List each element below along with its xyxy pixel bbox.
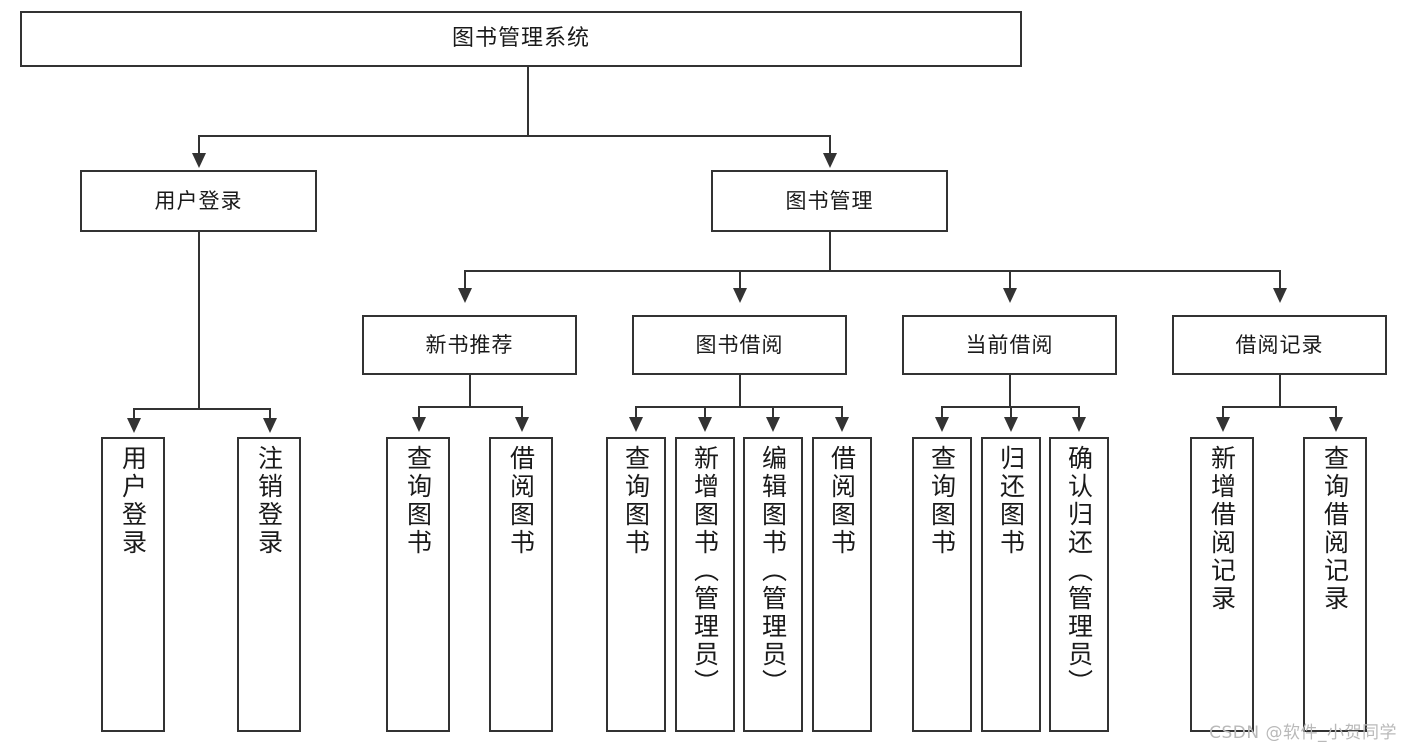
- csdn-watermark: CSDN @软件_小贺同学: [1209, 723, 1397, 743]
- arrowhead-borrow-to-leaf3: [766, 417, 780, 432]
- connector-bookmgmt-to-newbooks: [464, 270, 466, 292]
- connector-borrow-to-leaf4: [841, 406, 843, 419]
- leaf-records-add-record[interactable]: 新增借阅记录: [1190, 437, 1254, 732]
- connector-root-stem: [527, 67, 529, 135]
- node-label: 图书管理: [785, 188, 874, 213]
- leaf-newbooks-query-book[interactable]: 查询图书: [386, 437, 450, 732]
- connector-current-to-leaf1: [941, 406, 943, 419]
- connector-login-bus: [133, 408, 270, 410]
- arrowhead-newbooks-to-leaf2: [515, 417, 529, 432]
- node-label: 新增图书（管理员）: [690, 445, 720, 697]
- connector-newbooks-bus: [418, 406, 523, 408]
- leaf-records-query-record[interactable]: 查询借阅记录: [1303, 437, 1367, 732]
- connector-login-stem: [198, 232, 200, 410]
- arrowhead-borrow-to-leaf2: [698, 417, 712, 432]
- arrowhead-login-to-leaf1: [127, 418, 141, 433]
- arrowhead-newbooks-to-leaf1: [412, 417, 426, 432]
- connector-current-to-leaf3: [1078, 406, 1080, 419]
- leaf-current-query-book[interactable]: 查询图书: [912, 437, 972, 732]
- arrowhead-bookmgmt-to-borrow: [733, 288, 747, 303]
- connector-bookmgmt-to-records: [1279, 270, 1281, 292]
- arrowhead-records-to-leaf1: [1216, 417, 1230, 432]
- node-label: 编辑图书（管理员）: [758, 445, 788, 697]
- connector-borrow-to-leaf1: [635, 406, 637, 419]
- connector-records-to-leaf1: [1222, 406, 1224, 419]
- connector-records-stem: [1279, 375, 1281, 408]
- connector-borrow-to-leaf3: [772, 406, 774, 419]
- connector-current-stem: [1009, 375, 1011, 408]
- arrowhead-bookmgmt-to-newbooks: [458, 288, 472, 303]
- connector-bookmgmt-to-borrow: [739, 270, 741, 292]
- arrowhead-borrow-to-leaf1: [629, 417, 643, 432]
- arrowhead-current-to-leaf1: [935, 417, 949, 432]
- node-current-borrowing[interactable]: 当前借阅: [902, 315, 1117, 375]
- node-root-system[interactable]: 图书管理系统: [20, 11, 1022, 67]
- node-label: 查询图书: [927, 445, 957, 557]
- connector-records-bus: [1222, 406, 1337, 408]
- arrowhead-bookmgmt-to-current: [1003, 288, 1017, 303]
- connector-login-to-leaf2: [269, 408, 271, 420]
- connector-root-to-bookmgmt: [829, 135, 831, 157]
- node-book-management[interactable]: 图书管理: [711, 170, 948, 232]
- node-label: 查询借阅记录: [1320, 445, 1350, 613]
- connector-bookmgmt-to-current: [1009, 270, 1011, 292]
- node-label: 确认归还（管理员）: [1064, 445, 1094, 697]
- arrowhead-borrow-to-leaf4: [835, 417, 849, 432]
- connector-newbooks-to-leaf1: [418, 406, 420, 419]
- node-user-login[interactable]: 用户登录: [80, 170, 317, 232]
- node-new-book-recommendation[interactable]: 新书推荐: [362, 315, 577, 375]
- leaf-borrow-query-book[interactable]: 查询图书: [606, 437, 666, 732]
- node-label: 新书推荐: [425, 332, 514, 357]
- node-label: 借阅图书: [827, 445, 857, 557]
- connector-newbooks-to-leaf2: [521, 406, 523, 419]
- connector-newbooks-stem: [469, 375, 471, 408]
- leaf-newbooks-borrow-book[interactable]: 借阅图书: [489, 437, 553, 732]
- arrowhead-root-to-bookmgmt: [823, 153, 837, 168]
- leaf-borrow-borrow-book[interactable]: 借阅图书: [812, 437, 872, 732]
- node-label: 注销登录: [254, 445, 284, 557]
- arrowhead-records-to-leaf2: [1329, 417, 1343, 432]
- leaf-borrow-edit-book-admin[interactable]: 编辑图书（管理员）: [743, 437, 803, 732]
- leaf-borrow-add-book-admin[interactable]: 新增图书（管理员）: [675, 437, 735, 732]
- connector-bookmgmt-bus: [464, 270, 1279, 272]
- arrowhead-current-to-leaf2: [1004, 417, 1018, 432]
- node-label: 用户登录: [154, 188, 243, 213]
- node-book-borrowing[interactable]: 图书借阅: [632, 315, 847, 375]
- arrowhead-current-to-leaf3: [1072, 417, 1086, 432]
- arrowhead-login-to-leaf2: [263, 418, 277, 433]
- connector-borrow-stem: [739, 375, 741, 408]
- node-label: 查询图书: [621, 445, 651, 557]
- connector-login-to-leaf1: [133, 408, 135, 420]
- node-label: 图书管理系统: [451, 26, 590, 52]
- connector-borrow-bus: [635, 406, 843, 408]
- node-label: 归还图书: [996, 445, 1026, 557]
- connector-borrow-to-leaf2: [704, 406, 706, 419]
- connector-bookmgmt-stem: [829, 232, 831, 272]
- node-label: 图书借阅: [695, 332, 784, 357]
- leaf-current-confirm-return-admin[interactable]: 确认归还（管理员）: [1049, 437, 1109, 732]
- leaf-current-return-book[interactable]: 归还图书: [981, 437, 1041, 732]
- node-label: 借阅图书: [506, 445, 536, 557]
- arrowhead-bookmgmt-to-records: [1273, 288, 1287, 303]
- node-borrow-records[interactable]: 借阅记录: [1172, 315, 1387, 375]
- leaf-logout[interactable]: 注销登录: [237, 437, 301, 732]
- connector-records-to-leaf2: [1335, 406, 1337, 419]
- connector-current-to-leaf2: [1010, 406, 1012, 419]
- connector-root-bus: [198, 135, 830, 137]
- node-label: 用户登录: [118, 445, 148, 557]
- connector-root-to-login: [198, 135, 200, 157]
- node-label: 查询图书: [403, 445, 433, 557]
- leaf-user-login[interactable]: 用户登录: [101, 437, 165, 732]
- arrowhead-root-to-login: [192, 153, 206, 168]
- node-label: 借阅记录: [1235, 332, 1324, 357]
- node-label: 新增借阅记录: [1207, 445, 1237, 613]
- node-label: 当前借阅: [965, 332, 1054, 357]
